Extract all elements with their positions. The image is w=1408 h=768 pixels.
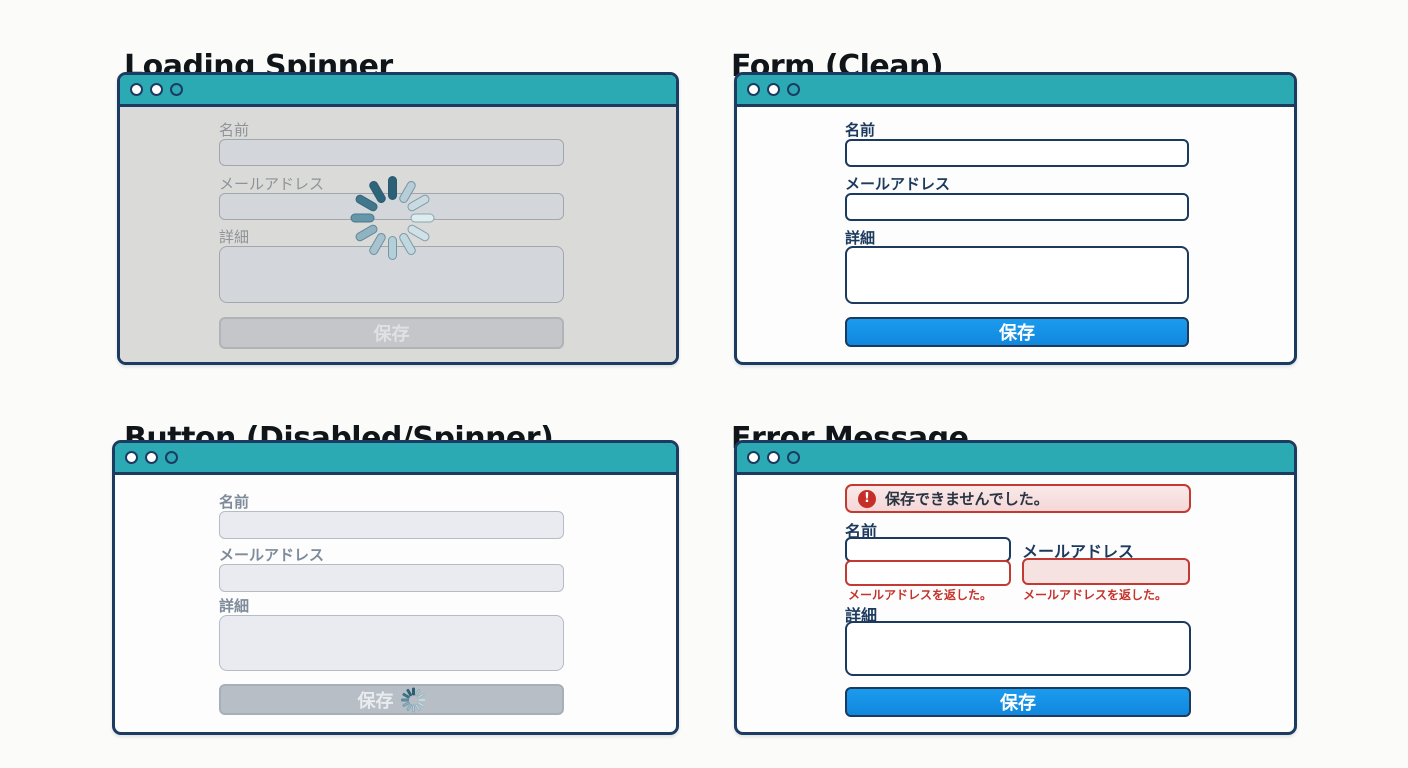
details-textarea[interactable] xyxy=(845,621,1191,676)
save-button[interactable]: 保存 xyxy=(845,317,1189,347)
save-button[interactable]: 保存 xyxy=(845,687,1191,717)
window-control-dot[interactable] xyxy=(125,451,138,464)
window-button-disabled: 名前 メールアドレス 詳細 保存 xyxy=(112,440,679,735)
error-icon: ! xyxy=(858,489,876,508)
save-button-label: 保存 xyxy=(1000,693,1036,714)
name-input-invalid[interactable] xyxy=(845,560,1011,586)
window-loading-spinner: 名前 メールアドレス 詳細 保存 xyxy=(117,72,679,365)
email-label: メールアドレス xyxy=(219,175,325,193)
name-input[interactable] xyxy=(219,511,564,539)
loading-spinner-icon xyxy=(347,173,437,263)
details-textarea[interactable] xyxy=(219,246,564,303)
window-titlebar xyxy=(120,75,676,107)
name-label: 名前 xyxy=(219,121,250,139)
window-titlebar xyxy=(115,443,676,475)
save-button[interactable]: 保存 xyxy=(219,684,564,715)
window-control-dot[interactable] xyxy=(145,451,158,464)
error-banner: ! 保存できませんでした。 xyxy=(845,484,1191,513)
email-input[interactable] xyxy=(219,564,564,592)
name-input[interactable] xyxy=(845,537,1011,562)
details-label: 詳細 xyxy=(845,229,876,247)
form-content-clean: 名前 メールアドレス 詳細 保存 xyxy=(737,107,1294,362)
email-label: メールアドレス xyxy=(1022,542,1135,561)
error-banner-text: 保存できませんでした。 xyxy=(885,490,1049,508)
details-label: 詳細 xyxy=(219,228,250,246)
window-control-dot[interactable] xyxy=(767,83,780,96)
window-error-message: ! 保存できませんでした。 名前 メールアドレス メールアドレスを返した。 メー… xyxy=(734,440,1297,735)
details-label: 詳細 xyxy=(219,597,250,615)
name-field-error: メールアドレスを返した。 xyxy=(848,588,993,602)
window-control-dot[interactable] xyxy=(165,451,178,464)
email-label: メールアドレス xyxy=(219,546,325,564)
name-input[interactable] xyxy=(219,139,564,166)
name-input[interactable] xyxy=(845,139,1189,167)
email-label: メールアドレス xyxy=(845,175,951,193)
window-control-dot[interactable] xyxy=(170,83,183,96)
name-label: 名前 xyxy=(845,121,876,139)
window-titlebar xyxy=(737,75,1294,107)
details-textarea[interactable] xyxy=(845,246,1189,304)
name-label: 名前 xyxy=(219,493,250,511)
email-input-invalid[interactable] xyxy=(1022,558,1190,585)
details-label: 詳細 xyxy=(845,606,878,625)
window-control-dot[interactable] xyxy=(787,83,800,96)
window-control-dot[interactable] xyxy=(130,83,143,96)
save-button-label: 保存 xyxy=(373,324,410,345)
button-spinner-icon xyxy=(401,687,426,712)
email-input[interactable] xyxy=(845,193,1189,221)
window-titlebar xyxy=(737,443,1294,475)
window-control-dot[interactable] xyxy=(150,83,163,96)
window-form-clean: 名前 メールアドレス 詳細 保存 xyxy=(734,72,1297,365)
details-textarea[interactable] xyxy=(219,615,564,671)
email-field-error: メールアドレスを返した。 xyxy=(1023,588,1168,602)
form-content-disabled: 名前 メールアドレス 詳細 保存 xyxy=(115,475,676,732)
window-control-dot[interactable] xyxy=(767,451,780,464)
name-label: 名前 xyxy=(845,522,878,541)
form-content-error: ! 保存できませんでした。 名前 メールアドレス メールアドレスを返した。 メー… xyxy=(737,475,1294,732)
form-content-loading: 名前 メールアドレス 詳細 保存 xyxy=(120,107,676,362)
save-button[interactable]: 保存 xyxy=(219,317,564,349)
save-button-label: 保存 xyxy=(357,690,394,712)
save-button-label: 保存 xyxy=(999,323,1035,344)
window-control-dot[interactable] xyxy=(747,83,760,96)
window-control-dot[interactable] xyxy=(787,451,800,464)
window-control-dot[interactable] xyxy=(747,451,760,464)
